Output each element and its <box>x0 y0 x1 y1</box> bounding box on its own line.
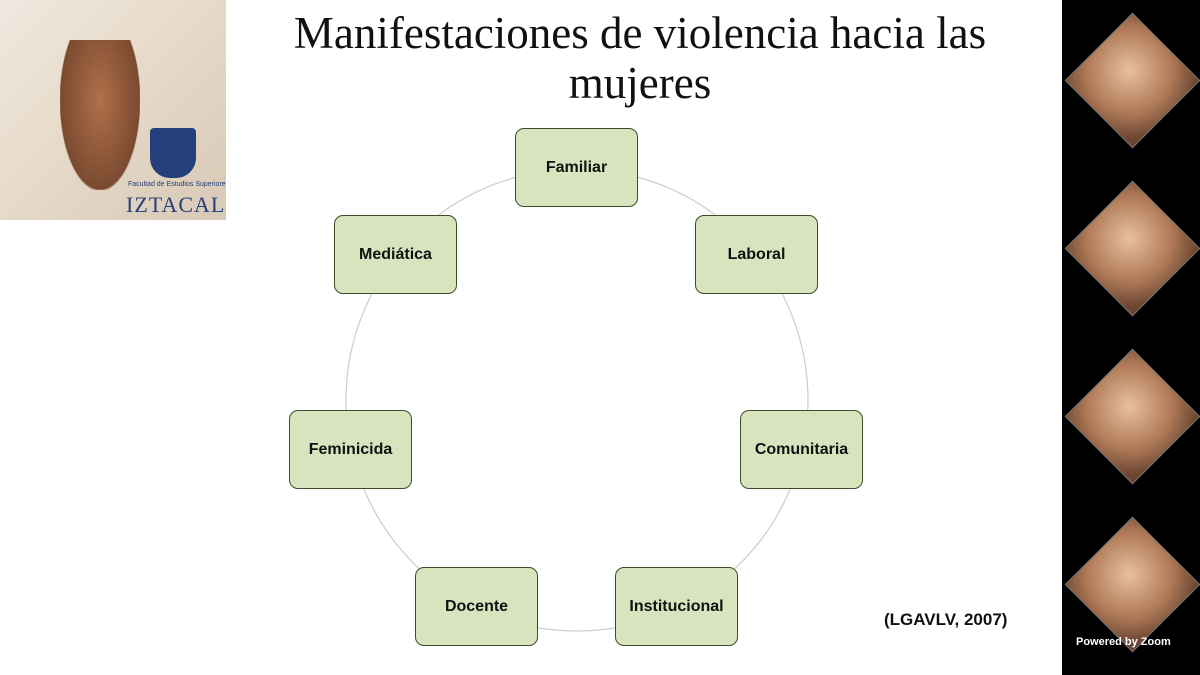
node-docente: Docente <box>415 567 538 646</box>
zoom-watermark: Powered by Zoom <box>1076 636 1171 648</box>
node-familiar: Familiar <box>515 128 638 207</box>
node-comunitaria: Comunitaria <box>740 410 863 489</box>
slide-title: Manifestaciones de violencia hacia las m… <box>293 8 987 108</box>
logo-name: IZTACALA <box>126 192 226 217</box>
citation: (LGAVLV, 2007) <box>884 610 1008 629</box>
iztacala-logo: Facultad de Estudios Superiores IZTACALA <box>0 0 226 220</box>
node-laboral: Laboral <box>695 215 818 294</box>
node-feminicida: Feminicida <box>289 410 412 489</box>
logo-subtitle: Facultad de Estudios Superiores <box>128 181 226 188</box>
painting-figure <box>60 40 140 190</box>
node-mediatica: Mediática <box>334 215 457 294</box>
node-institucional: Institucional <box>615 567 738 646</box>
unam-seal-icon <box>150 128 196 178</box>
